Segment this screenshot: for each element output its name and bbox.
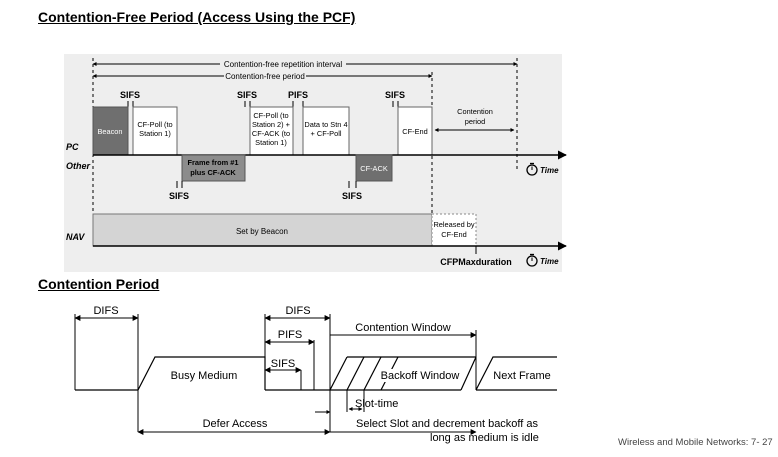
- slot-time-label: Slot-time: [355, 398, 398, 410]
- clock-icon: [526, 162, 538, 176]
- cf-poll-station2-line2: Station 2) +: [252, 120, 290, 129]
- cf-poll-station2-line1: CF-Poll (to: [253, 111, 288, 120]
- sifs-label-top-1: SIFS: [120, 90, 140, 100]
- cp-diagram: DIFS Busy Medium DIFS PIFS SIFS Contenti…: [74, 305, 557, 444]
- cfp-heading: Contention-Free Period (Access Using the…: [38, 9, 356, 25]
- backoff-slot: [460, 356, 477, 391]
- sifs-label-top-2: SIFS: [237, 90, 257, 100]
- cf-ack-label: CF-ACK: [360, 164, 388, 173]
- cf-end-label: CF-End: [402, 127, 427, 136]
- cf-poll-station2-line3: CF-ACK (to: [252, 129, 290, 138]
- next-frame-shape: [475, 356, 557, 391]
- select-slot-line1: Select Slot and decrement backoff as: [356, 418, 539, 430]
- sifs-label-bottom-2: SIFS: [342, 191, 362, 201]
- next-frame-label: Next Frame: [493, 370, 550, 382]
- row-label-pc: PC: [66, 142, 79, 152]
- clock-icon-bottom: [526, 253, 538, 267]
- sifs-label-bottom-1: SIFS: [169, 191, 189, 201]
- time-label-bottom: Time: [540, 257, 559, 266]
- nav-set-by-beacon: [92, 213, 433, 247]
- cf-ack-frame: [355, 154, 393, 182]
- time-label-top: Time: [540, 166, 559, 175]
- repetition-label-bg: [220, 58, 346, 69]
- sifs-label: SIFS: [271, 358, 295, 370]
- data-stn4-line1: Data to Stn 4: [304, 120, 347, 129]
- cf-period-label-bg: [224, 70, 306, 81]
- cf-poll-station1-line1: CF-Poll (to: [137, 120, 172, 129]
- frame-from-1: [181, 154, 246, 182]
- select-slot-label-bg: [349, 416, 542, 428]
- data-stn4-frame: [302, 106, 350, 156]
- select-slot-line2: long as medium is idle: [430, 432, 539, 444]
- difs-right-label: DIFS: [285, 305, 310, 317]
- cfp-max-label: CFPMaxduration: [440, 257, 512, 267]
- row-label-other: Other: [66, 161, 91, 171]
- cf-period-label: Contention-free period: [225, 72, 305, 81]
- beacon-label: Beacon: [97, 127, 122, 136]
- backoff-label-bg: [382, 369, 460, 382]
- repetition-interval-label: Contention-free repetition interval: [224, 60, 343, 69]
- pifs-label-top: PIFS: [288, 90, 308, 100]
- nav-released-line1: Released by: [433, 220, 474, 229]
- cf-poll-station1-frame: [132, 106, 178, 156]
- backoff-window-label: Backoff Window: [381, 370, 460, 382]
- contention-period-line1: Contention: [457, 107, 493, 116]
- sifs-label-top-3: SIFS: [385, 90, 405, 100]
- nav-released-box: [431, 213, 477, 247]
- cf-poll-station2-frame: [249, 106, 294, 156]
- contention-window-label: Contention Window: [355, 322, 450, 334]
- cfp-diagram: Contention-free repetition interval Cont…: [64, 54, 567, 272]
- cp-heading: Contention Period: [38, 276, 160, 292]
- contention-period-line2: period: [465, 117, 486, 126]
- cf-end-frame: [397, 106, 433, 156]
- frame-from-1-line1: Frame from #1: [188, 158, 239, 167]
- backoff-slot: [363, 356, 382, 391]
- data-stn4-line2: + CF-Poll: [310, 129, 341, 138]
- slide-footer: Wireless and Mobile Networks: 7- 27: [618, 437, 773, 448]
- busy-medium-label: Busy Medium: [171, 370, 238, 382]
- frame-from-1-line2: plus CF-ACK: [190, 168, 236, 177]
- cf-poll-station1-line2: Station 1): [139, 129, 171, 138]
- nav-set-by-beacon-label: Set by Beacon: [236, 227, 288, 236]
- defer-access-label: Defer Access: [203, 418, 268, 430]
- cf-poll-station2-line4: Station 1): [255, 138, 287, 147]
- pifs-label: PIFS: [278, 329, 302, 341]
- backoff-slot: [329, 356, 348, 391]
- backoff-slot: [346, 356, 365, 391]
- difs-left-label: DIFS: [93, 305, 118, 317]
- row-label-nav: NAV: [66, 232, 85, 242]
- nav-released-line2: CF-End: [441, 230, 466, 239]
